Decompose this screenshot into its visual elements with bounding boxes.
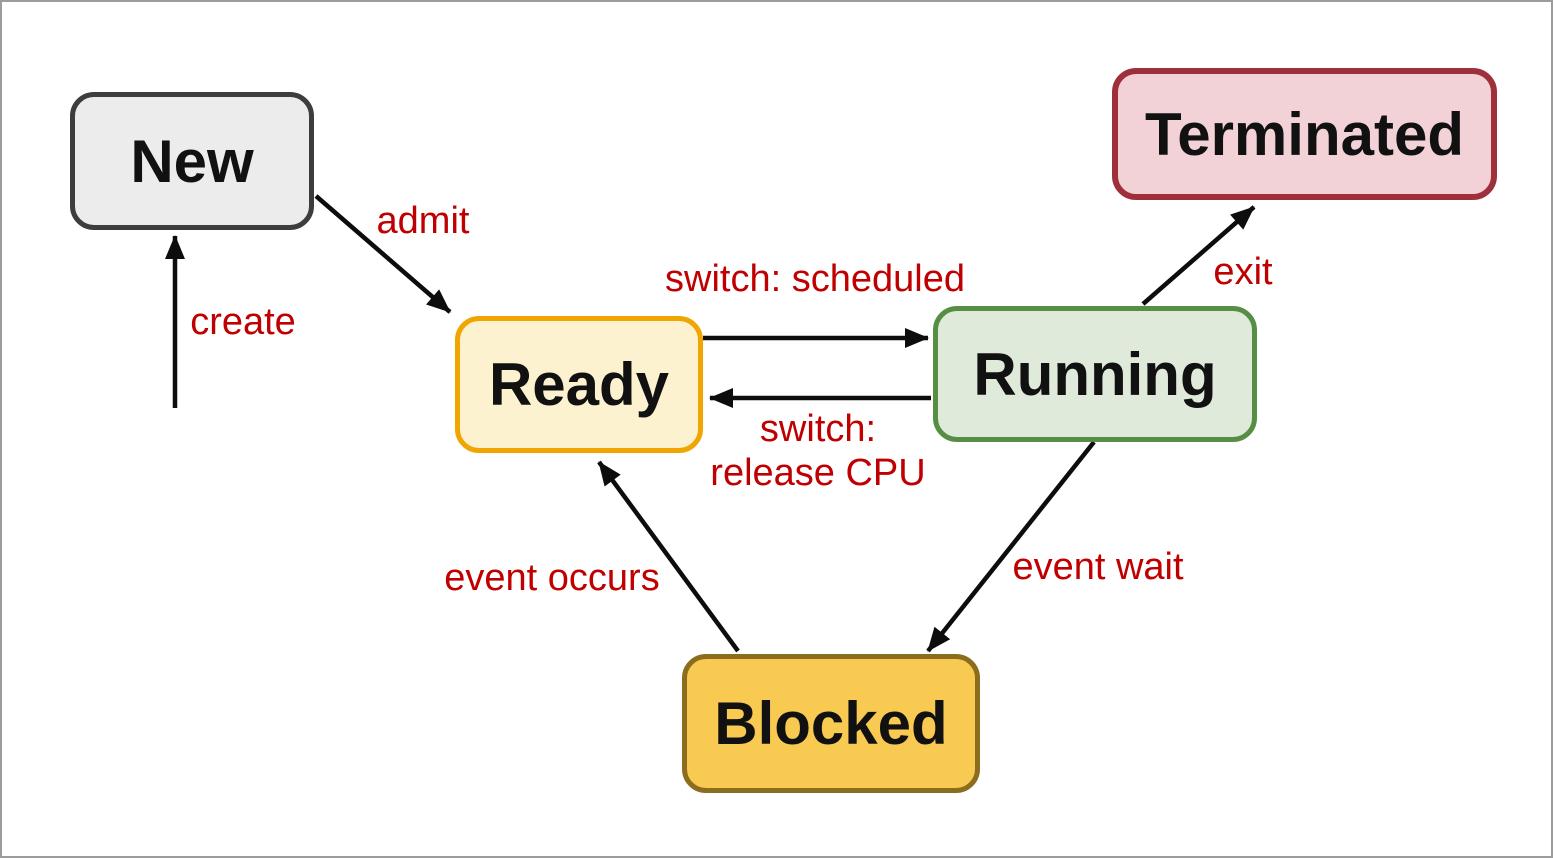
state-terminated-label: Terminated: [1145, 100, 1464, 168]
arrow-event-wait: [926, 440, 1096, 653]
transition-label-switch-release-cpu-line2: release CPU: [710, 452, 926, 494]
transition-label-event-occurs: event occurs: [444, 557, 660, 599]
state-terminated: Terminated: [1112, 68, 1497, 200]
state-ready-label: Ready: [488, 351, 670, 418]
state-blocked-label: Blocked: [714, 690, 948, 757]
arrow-exit: [1141, 205, 1256, 306]
state-running-label: Running: [973, 340, 1217, 408]
transition-label-switch-release-cpu-line1: switch:: [759, 408, 877, 450]
state-blocked: Blocked: [682, 654, 980, 793]
transition-label-switch-scheduled: switch: scheduled: [665, 258, 965, 300]
transition-label-admit: admit: [376, 200, 470, 242]
transition-label-create: create: [190, 301, 296, 343]
state-new-label: New: [130, 127, 254, 195]
arrow-admit: [314, 194, 452, 314]
transition-label-event-wait: event wait: [1012, 546, 1184, 588]
transition-label-exit: exit: [1213, 251, 1273, 293]
state-new: New: [70, 92, 314, 230]
state-ready: Ready: [455, 316, 703, 453]
transition-label-switch-release-cpu: switch: release CPU: [710, 407, 925, 495]
state-running: Running: [933, 306, 1257, 442]
arrow-event-occurs: [597, 460, 740, 653]
